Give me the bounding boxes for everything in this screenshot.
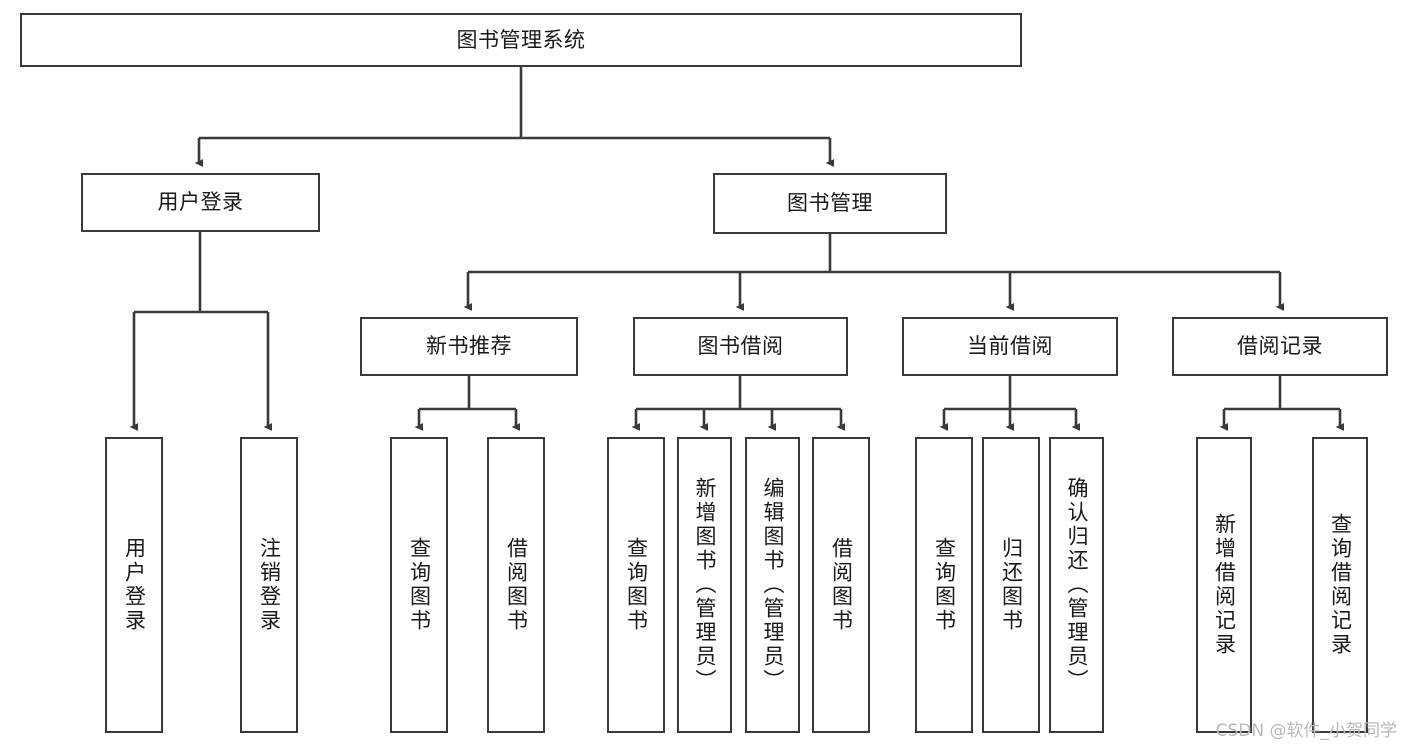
node-book-borrow[interactable]: 图书借阅: [633, 317, 848, 376]
node-leaf-cb-confirm-return-label: 确认归还（管理员）: [1065, 477, 1089, 693]
node-leaf-bb-query-book[interactable]: 查询图书: [607, 437, 665, 733]
node-root[interactable]: 图书管理系统: [20, 13, 1022, 67]
node-leaf-bb-add-book[interactable]: 新增图书（管理员）: [677, 437, 732, 733]
node-leaf-br-query-record-label: 查询借阅记录: [1328, 513, 1353, 657]
node-leaf-bb-edit-book-label: 编辑图书（管理员）: [761, 477, 785, 693]
node-book-management-label: 图书管理: [787, 191, 873, 216]
node-leaf-cb-return-book-label: 归还图书: [999, 537, 1024, 633]
node-borrow-record[interactable]: 借阅记录: [1172, 317, 1388, 376]
node-leaf-br-add-record[interactable]: 新增借阅记录: [1196, 437, 1252, 733]
node-leaf-nb-borrow-book-label: 借阅图书: [504, 537, 529, 633]
node-leaf-nb-query-book-label: 查询图书: [407, 537, 432, 633]
node-leaf-br-query-record[interactable]: 查询借阅记录: [1312, 437, 1368, 733]
node-current-borrow-label: 当前借阅: [967, 334, 1053, 359]
node-book-borrow-label: 图书借阅: [697, 334, 784, 359]
node-leaf-nb-borrow-book[interactable]: 借阅图书: [487, 437, 545, 733]
node-leaf-user-login-label: 用户登录: [122, 537, 147, 633]
node-leaf-bb-query-book-label: 查询图书: [624, 537, 649, 633]
node-leaf-nb-query-book[interactable]: 查询图书: [390, 437, 448, 733]
node-leaf-user-login[interactable]: 用户登录: [105, 437, 163, 733]
node-leaf-bb-edit-book[interactable]: 编辑图书（管理员）: [745, 437, 800, 733]
node-new-book-recommend[interactable]: 新书推荐: [360, 317, 578, 376]
node-leaf-logout-label: 注销登录: [257, 537, 282, 633]
node-borrow-record-label: 借阅记录: [1237, 334, 1323, 359]
node-leaf-cb-return-book[interactable]: 归还图书: [982, 437, 1040, 733]
node-leaf-bb-borrow-book[interactable]: 借阅图书: [812, 437, 870, 733]
node-current-borrow[interactable]: 当前借阅: [902, 317, 1118, 376]
node-leaf-logout[interactable]: 注销登录: [240, 437, 298, 733]
node-leaf-bb-borrow-book-label: 借阅图书: [829, 537, 854, 633]
node-leaf-bb-add-book-label: 新增图书（管理员）: [693, 477, 717, 693]
csdn-watermark: CSDN @软件_小贺同学: [1215, 721, 1397, 741]
node-book-management[interactable]: 图书管理: [713, 173, 947, 234]
node-root-label: 图书管理系统: [456, 27, 586, 52]
node-leaf-cb-query-book-label: 查询图书: [932, 537, 957, 633]
node-user-login-label: 用户登录: [157, 190, 244, 215]
node-leaf-br-add-record-label: 新增借阅记录: [1212, 513, 1237, 657]
node-new-book-recommend-label: 新书推荐: [426, 334, 512, 359]
node-leaf-cb-query-book[interactable]: 查询图书: [915, 437, 973, 733]
node-user-login[interactable]: 用户登录: [81, 173, 320, 232]
node-leaf-cb-confirm-return[interactable]: 确认归还（管理员）: [1049, 437, 1104, 733]
